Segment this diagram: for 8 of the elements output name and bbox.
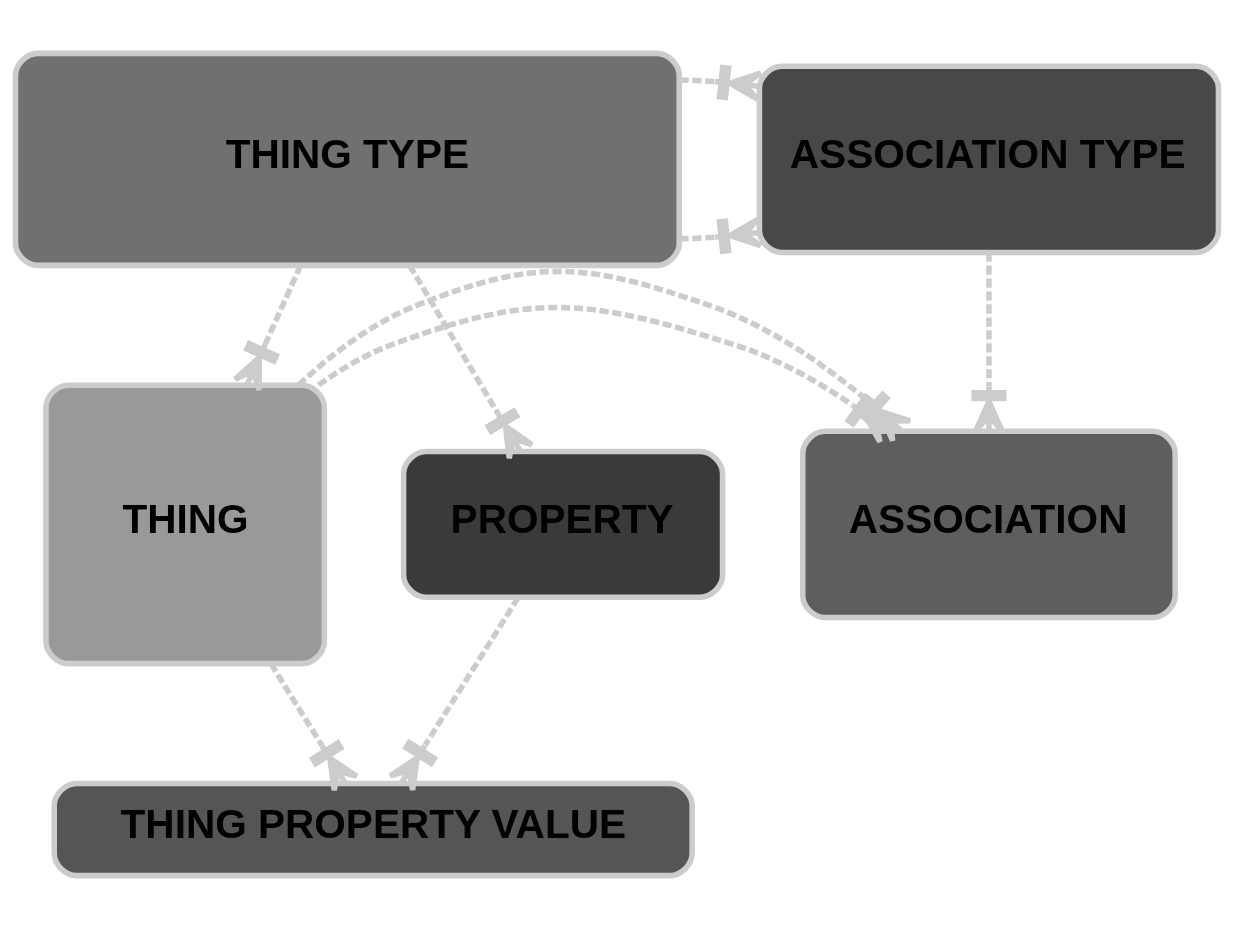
connector [679, 64, 764, 102]
node-box: ASSOCIATION [799, 428, 1178, 620]
node-box: THING [43, 381, 328, 666]
node-box: THING TYPE [12, 50, 682, 268]
connector [679, 216, 764, 254]
node-box: ASSOCIATION TYPE [756, 63, 1222, 255]
node-box: THING PROPERTY VALUE [51, 780, 695, 878]
node-box: PROPERTY [400, 448, 726, 600]
